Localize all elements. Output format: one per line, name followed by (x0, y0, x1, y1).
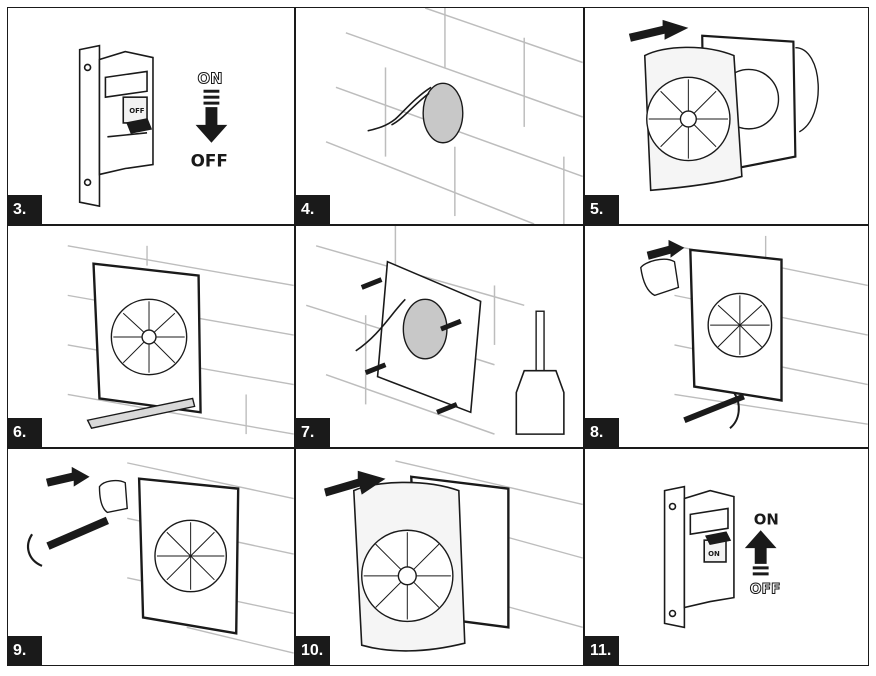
step-9-panel: 9. (7, 448, 295, 666)
refit-terminal-cover-illustration (27, 462, 294, 654)
step-8-panel: 8. (584, 225, 869, 448)
arrow-up-icon (744, 530, 777, 564)
step-11-panel: ON ON OFF 11. (584, 448, 869, 666)
step-number: 7. (296, 418, 330, 447)
arrow-left-icon (628, 19, 689, 42)
wall-hole-illustration (325, 8, 583, 224)
step-number: 6. (8, 418, 42, 447)
remove-front-cover-illustration (628, 19, 819, 192)
arrow-top-label: ON (198, 69, 223, 87)
screwdriver (46, 516, 109, 550)
step-number: 5. (585, 195, 619, 224)
step-number: 10. (296, 636, 331, 665)
screwdriver-lever (86, 397, 196, 429)
arrow-right-icon (45, 466, 90, 487)
terminal-cover (98, 479, 128, 514)
fan-base-on-wall-illustration (67, 245, 294, 435)
step-3-panel: OFF ON OFF 3. (7, 7, 295, 225)
drill-bit (535, 310, 545, 372)
arrow-bottom-label: OFF (191, 151, 228, 171)
terminal-cover (640, 258, 680, 297)
remove-terminal-cover-illustration (640, 235, 868, 429)
step-10-panel: 10. (295, 448, 584, 666)
arrow-top-label: ON (754, 510, 779, 528)
step-number: 3. (8, 195, 42, 224)
circuit-breaker-off-illustration: OFF ON OFF (78, 44, 228, 208)
arrow-right-icon (324, 470, 386, 497)
cable (367, 86, 432, 132)
step-5-panel: 5. (584, 7, 869, 225)
mounting-template-drill-illustration (305, 226, 565, 435)
drill-chuck (515, 369, 565, 435)
arrow-down-icon (195, 107, 228, 143)
arrow-left-icon (646, 239, 685, 260)
step-number: 4. (296, 195, 330, 224)
step-number: 11. (585, 636, 619, 665)
rotate-arrow-icon (729, 391, 740, 429)
rotate-arrow-icon (27, 533, 43, 567)
switch-label: ON (708, 550, 720, 558)
arrow-bottom-label: OFF (750, 582, 781, 598)
step-number: 9. (8, 636, 42, 665)
screwdriver (683, 393, 745, 424)
wall-hole (422, 82, 464, 144)
circuit-breaker-on-illustration: ON ON OFF (663, 485, 781, 629)
switch-label: OFF (129, 107, 145, 115)
step-4-panel: 4. (295, 7, 584, 225)
refit-front-cover-illustration (324, 460, 583, 652)
step-number: 8. (585, 418, 619, 447)
step-7-panel: 7. (295, 225, 584, 448)
step-6-panel: 6. (7, 225, 295, 448)
